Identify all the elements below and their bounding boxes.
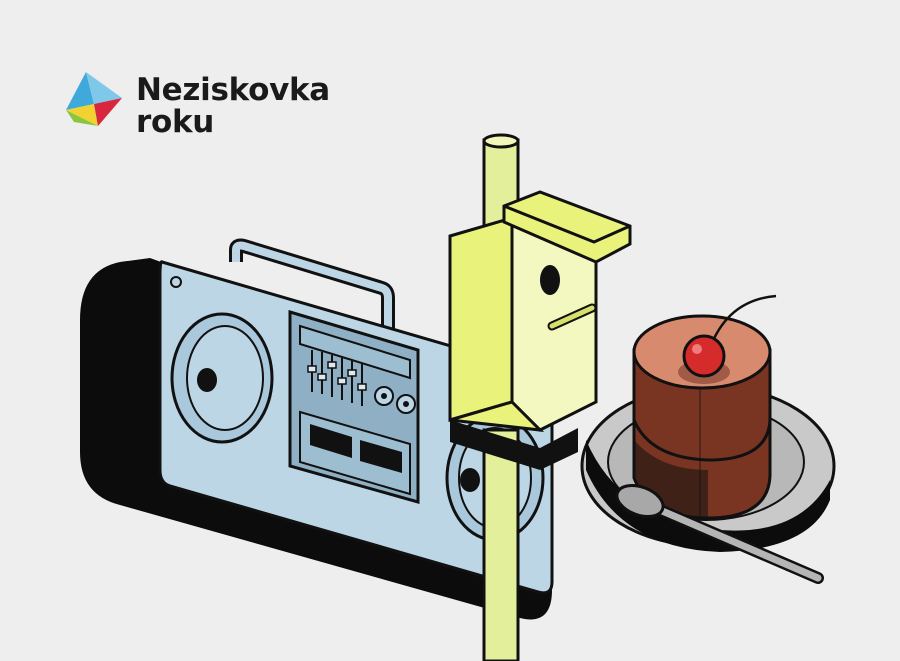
brand-logo[interactable]: Neziskovka roku [64,68,330,138]
brand-line-1: Neziskovka [136,72,330,108]
boombox-icon [80,238,554,620]
prism-logo-icon [66,72,122,126]
birdhouse-icon [448,190,632,470]
spoon-icon [615,483,824,584]
brand-line-2: roku [136,104,215,140]
brand-name: Neziskovka roku [136,74,330,138]
cake-icon [632,294,777,520]
